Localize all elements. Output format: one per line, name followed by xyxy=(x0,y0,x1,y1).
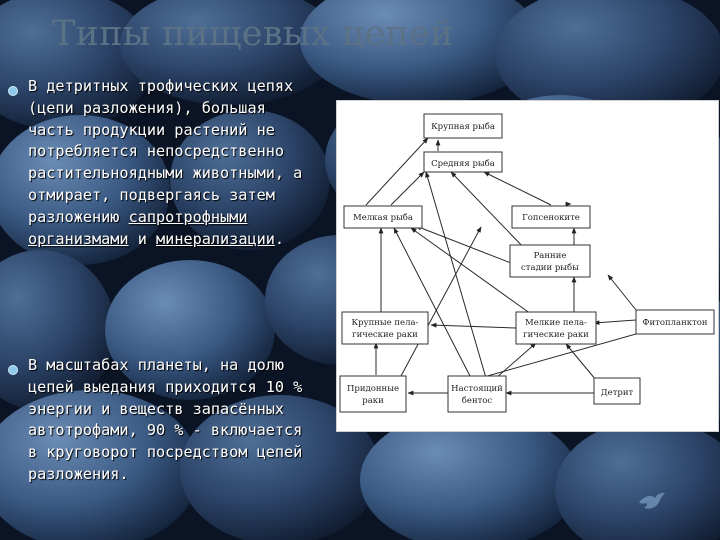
edge-early-fish-to-medium xyxy=(450,171,527,251)
node-benthos: Настоящий бентос xyxy=(447,375,507,413)
edge-benthos-to-medium xyxy=(425,171,487,379)
edge-early-fish-to-small xyxy=(415,225,517,266)
bullet-icon xyxy=(8,86,18,96)
bullet-icon xyxy=(8,365,18,375)
node-label: Крупные пела- xyxy=(352,318,419,328)
node-large-fish: Крупная рыба xyxy=(423,113,503,139)
node-label: бентос xyxy=(462,395,493,406)
paragraph-text: В детритных трофических цепях (цепи разл… xyxy=(28,77,303,226)
node-label: Мелкая рыба xyxy=(353,212,413,223)
node-detritus: Детрит xyxy=(593,377,641,405)
food-web-diagram: Крупная рыба Средняя рыба Мелкая рыба Го… xyxy=(336,100,719,432)
link-saprotrophic-organisms[interactable]: сапротрофными организмами xyxy=(28,207,248,248)
node-phytoplankton: Фитопланктон xyxy=(635,309,715,335)
slide-title: Типы пищевых цепей xyxy=(52,14,454,54)
node-label: Гопсеноките xyxy=(522,213,580,223)
paragraph-global-scale: В масштабах планеты, на долю цепей выеда… xyxy=(28,356,303,483)
edge-phyto-to-small-crust xyxy=(593,319,637,326)
node-small-fish: Мелкая рыба xyxy=(343,205,423,229)
node-label: гические раки xyxy=(352,330,418,340)
node-label: раки xyxy=(362,396,384,406)
node-benthic-crustaceans: Придонные раки xyxy=(339,375,407,413)
node-label: Фитопланктон xyxy=(642,318,707,328)
edge-benthos-to-small xyxy=(393,227,472,379)
node-label: Средняя рыба xyxy=(431,158,495,169)
node-label: Придонные xyxy=(347,384,399,394)
node-label: стадии рыбы xyxy=(521,262,579,273)
bird-watermark-icon xyxy=(639,492,665,509)
edge-small-to-medium xyxy=(390,171,425,206)
node-label: Ранние xyxy=(534,251,567,261)
edge-benthic-crust-to-medium xyxy=(400,226,482,377)
edge-phyto-to-benthos xyxy=(465,333,637,383)
paragraph-text: и xyxy=(128,229,157,248)
node-large-pelagic-crustaceans: Крупные пела- гические раки xyxy=(341,311,429,345)
edge-plankton-eaters-to-medium xyxy=(483,171,552,206)
edge-small-crust-to-large-crust xyxy=(430,322,517,329)
node-medium-fish: Средняя рыба xyxy=(423,151,503,173)
node-plankton-eaters: Гопсеноките xyxy=(511,205,591,229)
edge-detritus-to-small-crust xyxy=(565,343,597,381)
paragraph-detritus-chains: В детритных трофических цепях (цепи разл… xyxy=(28,76,318,250)
node-small-pelagic-crustaceans: Мелкие пела- гические раки xyxy=(515,311,597,345)
node-label: Настоящий xyxy=(451,384,503,394)
paragraph-text: . xyxy=(274,229,285,248)
node-label: Мелкие пела- xyxy=(525,318,587,328)
edge-small-to-large xyxy=(365,137,429,206)
edge-phyto-to-early-fish xyxy=(607,274,637,311)
node-label: Детрит xyxy=(601,388,634,398)
edge-small-crust-to-small xyxy=(410,227,532,315)
node-early-fish: Ранние стадии рыбы xyxy=(509,244,591,278)
node-label: гические раки xyxy=(523,330,589,340)
node-label: Крупная рыба xyxy=(431,121,495,132)
link-mineralization[interactable]: минерализации xyxy=(156,229,275,248)
edge-benthos-to-small-crust xyxy=(495,342,537,379)
